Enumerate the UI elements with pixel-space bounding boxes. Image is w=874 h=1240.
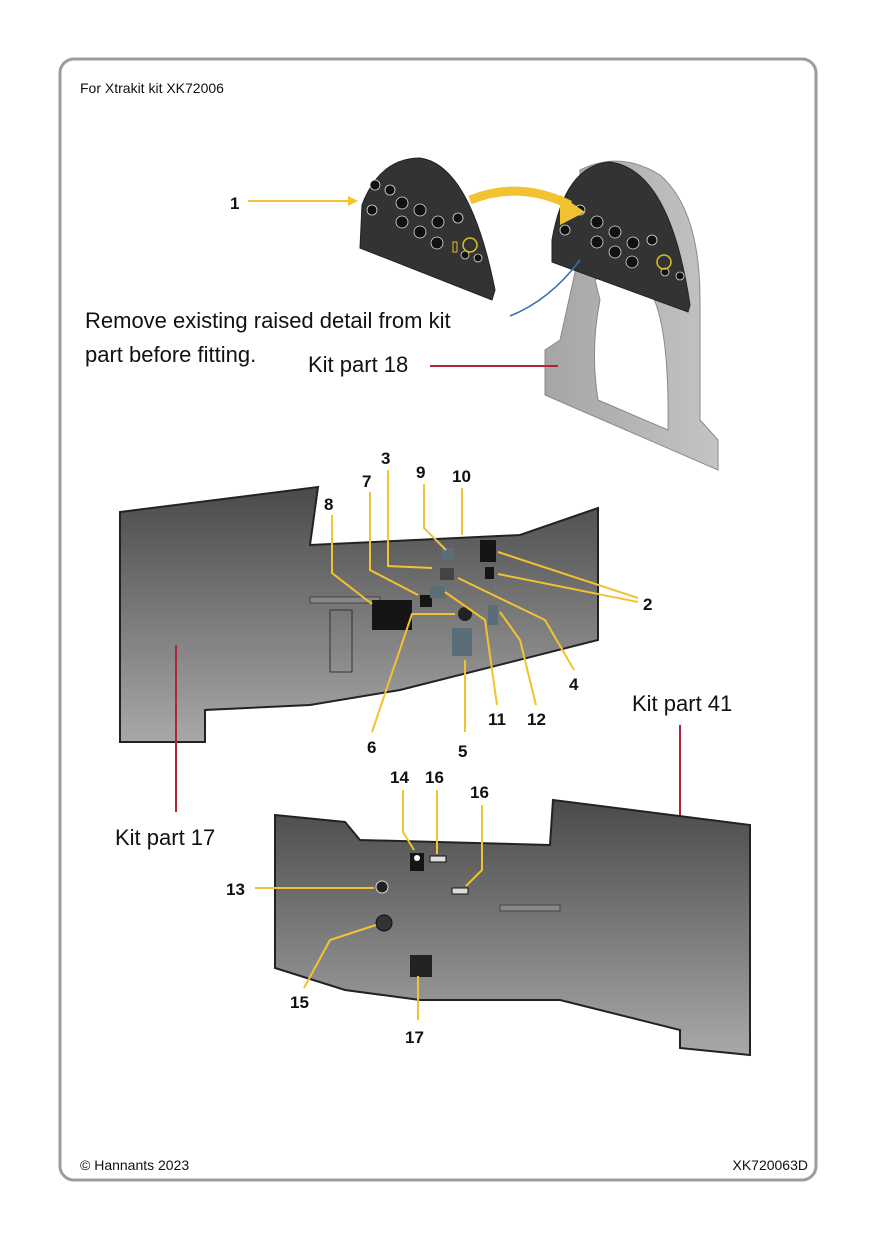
callout-1: 1 bbox=[230, 194, 239, 213]
callout-16a: 16 bbox=[425, 768, 444, 787]
callout-8: 8 bbox=[324, 495, 333, 514]
callout-11: 11 bbox=[488, 710, 506, 729]
kit-part-41-wall bbox=[274, 798, 751, 1057]
callout-16b: 16 bbox=[470, 783, 489, 802]
callout-17: 17 bbox=[405, 1028, 424, 1047]
kit-part-18-frame bbox=[544, 160, 719, 471]
instrument-panel-decal bbox=[359, 157, 496, 301]
copyright: © Hannants 2023 bbox=[80, 1157, 189, 1173]
instruction-line-1: Remove existing raised detail from kit bbox=[85, 308, 451, 333]
callout-12: 12 bbox=[527, 710, 546, 729]
callout-9: 9 bbox=[416, 463, 425, 482]
move-arrow bbox=[468, 186, 573, 210]
callout-3: 3 bbox=[381, 449, 390, 468]
callout-14: 14 bbox=[390, 768, 409, 787]
callout-13: 13 bbox=[226, 880, 245, 899]
callout-4: 4 bbox=[569, 675, 579, 694]
kit-part-17-label: Kit part 17 bbox=[115, 825, 215, 850]
callout-10: 10 bbox=[452, 467, 471, 486]
callout-2: 2 bbox=[643, 595, 652, 614]
move-arrow-head bbox=[560, 195, 585, 225]
kit-part-41-label: Kit part 41 bbox=[632, 691, 732, 716]
instruction-line-2: part before fitting. bbox=[85, 342, 256, 367]
kit-part-18-label: Kit part 18 bbox=[308, 352, 408, 377]
callout-6: 6 bbox=[367, 738, 376, 757]
product-code: XK720063D bbox=[732, 1157, 808, 1173]
kit-reference: For Xtrakit kit XK72006 bbox=[80, 80, 224, 96]
callouts-wall-17: 3 9 10 7 8 2 4 11 12 6 5 bbox=[324, 449, 652, 761]
blue-leader bbox=[509, 259, 581, 317]
callout-15: 15 bbox=[290, 993, 309, 1012]
callouts-wall-41: 14 16 16 1 13 15 17 bbox=[226, 768, 489, 1047]
callout-7: 7 bbox=[362, 472, 371, 491]
callout-5: 5 bbox=[458, 742, 467, 761]
kit-part-17-wall bbox=[119, 485, 599, 743]
